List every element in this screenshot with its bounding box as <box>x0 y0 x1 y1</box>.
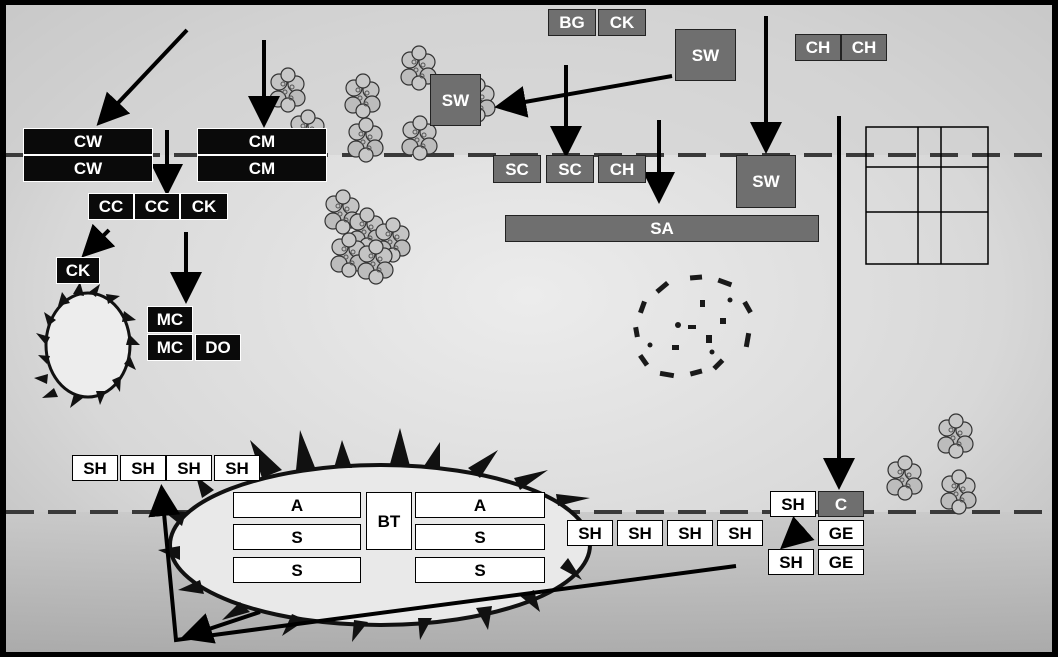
unit-sw[interactable]: SW <box>675 29 736 81</box>
building-outline-icon <box>865 126 989 265</box>
debris-ring-icon <box>633 274 753 379</box>
unit-sh[interactable]: SH <box>214 455 260 481</box>
unit-sh[interactable]: SH <box>567 520 613 546</box>
unit-s[interactable]: S <box>233 557 361 583</box>
unit-sh[interactable]: SH <box>120 455 166 481</box>
movement-arrow-icon <box>81 16 855 643</box>
spiked-enclosure-icon <box>34 282 140 408</box>
unit-sh[interactable]: SH <box>617 520 663 546</box>
unit-mc[interactable]: MC <box>147 334 193 361</box>
unit-s[interactable]: S <box>415 524 545 550</box>
unit-cm[interactable]: CM <box>197 128 327 155</box>
unit-a[interactable]: A <box>233 492 361 518</box>
unit-bt[interactable]: BT <box>366 492 412 550</box>
unit-sh[interactable]: SH <box>72 455 118 481</box>
unit-cw[interactable]: CW <box>23 128 153 155</box>
unit-sh[interactable]: SH <box>717 520 763 546</box>
unit-ck[interactable]: CK <box>56 257 100 284</box>
unit-ch[interactable]: CH <box>841 34 887 61</box>
unit-sh[interactable]: SH <box>166 455 212 481</box>
unit-sh[interactable]: SH <box>770 491 816 517</box>
unit-bg[interactable]: BG <box>548 9 596 36</box>
unit-ck[interactable]: CK <box>598 9 646 36</box>
unit-s[interactable]: S <box>415 557 545 583</box>
unit-s[interactable]: S <box>233 524 361 550</box>
unit-mc[interactable]: MC <box>147 306 193 333</box>
unit-sc[interactable]: SC <box>546 155 594 183</box>
unit-sw[interactable]: SW <box>736 155 796 208</box>
upper-ground <box>6 5 1052 155</box>
unit-cm[interactable]: CM <box>197 155 327 182</box>
unit-a[interactable]: A <box>415 492 545 518</box>
unit-sa[interactable]: SA <box>505 215 819 242</box>
unit-cc[interactable]: CC <box>134 193 180 220</box>
unit-ge[interactable]: GE <box>818 520 864 546</box>
unit-sh[interactable]: SH <box>667 520 713 546</box>
unit-ch[interactable]: CH <box>598 155 646 183</box>
unit-ge[interactable]: GE <box>818 549 864 575</box>
unit-sh[interactable]: SH <box>768 549 814 575</box>
unit-sc[interactable]: SC <box>493 155 541 183</box>
unit-ck[interactable]: CK <box>180 193 228 220</box>
unit-cc[interactable]: CC <box>88 193 134 220</box>
unit-do[interactable]: DO <box>195 334 241 361</box>
movement-arrow-icon <box>180 610 261 644</box>
unit-sw[interactable]: SW <box>430 74 481 126</box>
unit-ch[interactable]: CH <box>795 34 841 61</box>
unit-c[interactable]: C <box>818 491 864 517</box>
unit-cw[interactable]: CW <box>23 155 153 182</box>
